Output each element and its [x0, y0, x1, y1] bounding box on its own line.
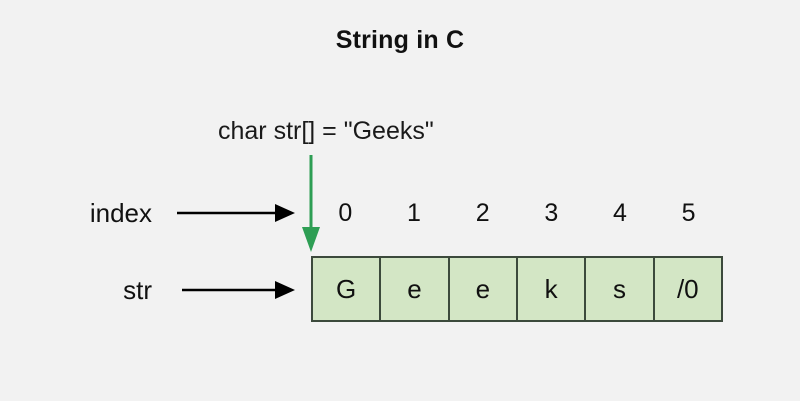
- index-number: 4: [613, 199, 627, 227]
- index-right-arrow-icon: [175, 201, 300, 225]
- index-number: 3: [544, 199, 559, 227]
- array-cell: k: [517, 258, 587, 320]
- index-number: 0: [338, 199, 353, 227]
- array-cell: s: [586, 258, 655, 320]
- page-title: String in C: [335, 26, 465, 54]
- string-array-box: G e e k s /0: [311, 256, 723, 322]
- str-row-label: str: [123, 275, 152, 305]
- code-declaration-label: char str[] = "Geeks": [218, 117, 434, 145]
- index-number: 5: [681, 199, 696, 227]
- index-number: 1: [407, 199, 421, 227]
- array-cell: e: [381, 258, 450, 320]
- down-arrow-icon: [294, 155, 328, 255]
- index-row-label: index: [89, 198, 152, 228]
- str-right-arrow-icon: [175, 278, 300, 302]
- array-cell: e: [449, 258, 518, 320]
- array-cell: /0: [654, 258, 721, 320]
- index-number: 2: [475, 199, 490, 227]
- index-number-row: 0 1 2 3 4 5: [311, 196, 723, 230]
- array-cell: G: [313, 258, 382, 320]
